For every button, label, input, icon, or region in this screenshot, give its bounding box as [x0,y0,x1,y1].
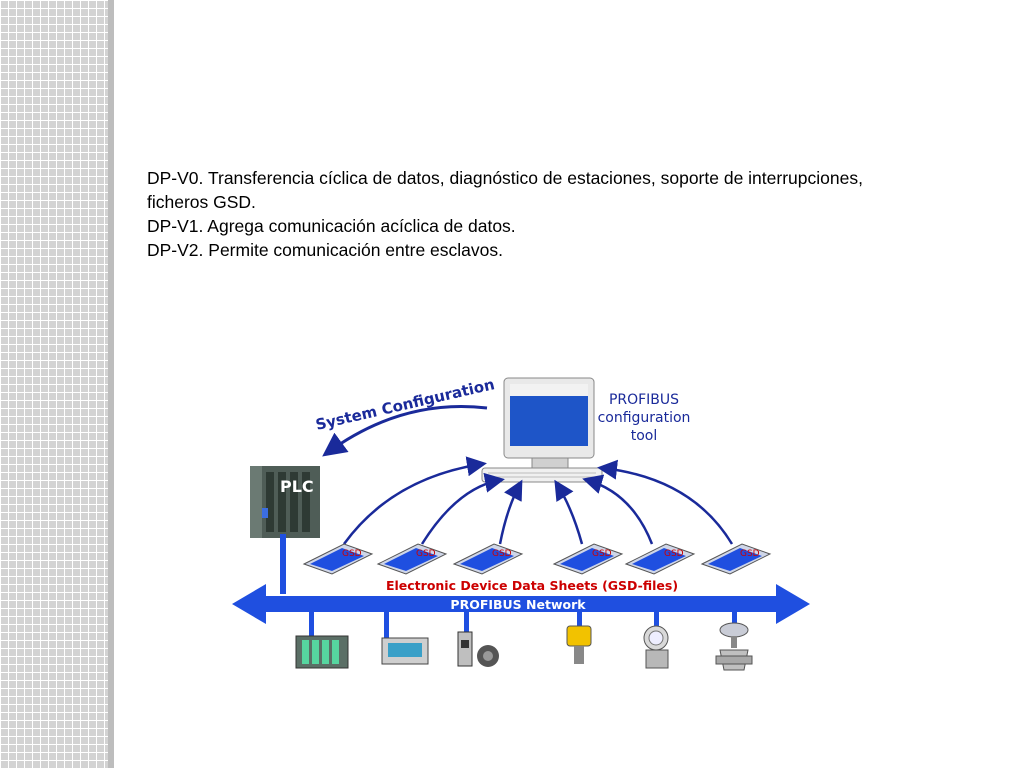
gsd-disk-icon: GSD [302,543,374,575]
profibus-diagram: System Configuration PROFIBUS configurat… [232,368,812,690]
tool-label-line-3: tool [631,428,658,444]
gsd-disk-icon: GSD [552,543,624,575]
gsd-text: GSD [492,549,512,559]
valve-icon [715,622,753,671]
gsd-disk-icon: GSD [452,543,524,575]
text-line-gsd: ficheros GSD. [147,192,256,212]
plc-label: PLC [280,477,314,496]
drive-icon [457,631,499,667]
transmitter-icon [643,625,669,669]
text-line-dp-v2: DP-V2. Permite comunicación entre esclav… [147,240,503,260]
profibus-network-bar [232,584,810,624]
slide-body-text: DP-V0. Transferencia cíclica de datos, d… [147,166,987,262]
text-line-dp-v0: DP-V0. Transferencia cíclica de datos, d… [147,168,863,188]
gsd-text: GSD [342,549,362,559]
gsd-upload-arrows [342,456,734,545]
gsd-disk-icon: GSD [376,543,448,575]
rack-icon [295,635,349,669]
system-config-arrow [322,404,488,457]
network-label: PROFIBUS Network [450,597,586,612]
gsd-text: GSD [592,549,612,559]
plc-bus-line [280,534,286,594]
sensor-icon [566,625,592,664]
panel-icon [381,637,429,665]
gsd-disk-icon: GSD [700,543,772,575]
device-drop-lines [309,612,737,638]
tool-label: PROFIBUS configuration tool [598,392,691,444]
gsd-disk-icon: GSD [624,543,696,575]
plc-icon [250,466,320,538]
tool-label-line-1: PROFIBUS [609,392,679,408]
text-line-dp-v1: DP-V1. Agrega comunicación acíclica de d… [147,216,516,236]
gsd-text: GSD [416,549,436,559]
gsd-files-label: Electronic Device Data Sheets (GSD-files… [386,578,678,593]
tool-label-line-2: configuration [598,410,691,426]
gsd-text: GSD [664,549,684,559]
sidebar-edge [108,0,114,768]
gsd-text: GSD [740,549,760,559]
computer-icon [481,377,603,483]
gsd-disks: GSD GSD GSD GSD GSD GSD [302,543,772,575]
system-configuration-label: System Configuration [314,375,496,434]
decorative-sidebar [0,0,114,768]
